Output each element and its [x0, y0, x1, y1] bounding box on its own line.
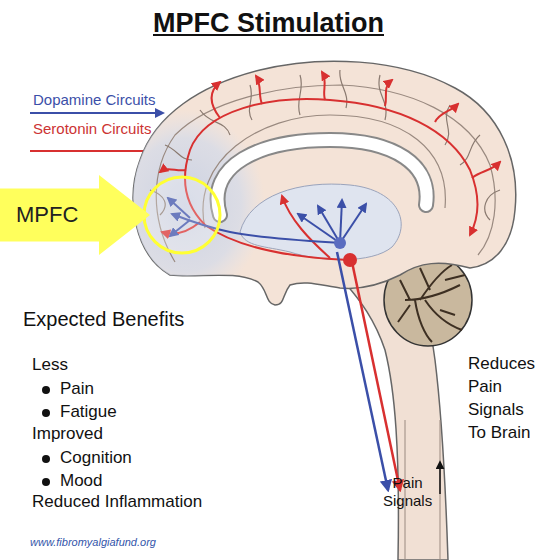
- dopamine-branch: [340, 200, 342, 243]
- annotation-text: www.fibromyalgiafund.org: [30, 536, 156, 548]
- annotation-text: Reduces Pain Signals To Brain: [468, 352, 535, 444]
- serotonin-nucleus: [343, 253, 357, 267]
- mpfc-arrow: MPFC: [0, 175, 150, 255]
- cerebellum-folia: [398, 265, 465, 342]
- dopamine-nucleus: [334, 237, 346, 249]
- thalamus-region: [240, 184, 401, 260]
- dopamine-branch: [298, 214, 340, 243]
- serotonin-branch: [385, 80, 392, 106]
- dopamine-branch: [340, 204, 366, 243]
- corpus-callosum-outline: [218, 140, 427, 215]
- annotation-text: Reduced Inflammation: [32, 492, 202, 512]
- annotation-text: Improved: [32, 424, 103, 444]
- serotonin-descending: [352, 262, 400, 490]
- mpfc-highlight: [144, 177, 220, 253]
- serotonin-path: [185, 99, 478, 260]
- cortex-detail: [105, 70, 500, 300]
- dopamine-descending: [337, 252, 388, 490]
- legend-text: Dopamine Circuits: [33, 91, 156, 108]
- bullet: [42, 478, 50, 486]
- spinal-line: [440, 420, 441, 560]
- arrow-shape: [0, 175, 150, 255]
- legend-arrow-blue: [30, 112, 163, 114]
- serotonin-branch: [322, 72, 325, 100]
- bullet: [42, 455, 50, 463]
- serotonin-branch: [282, 196, 330, 258]
- annotation-text: Pain Signals: [383, 474, 432, 510]
- serotonin-branch: [472, 162, 500, 178]
- dopamine-branch: [318, 206, 340, 243]
- annotation-text: Expected Benefits: [23, 308, 184, 331]
- serotonin-branch: [256, 76, 262, 104]
- annotation-text: Mood: [60, 471, 103, 491]
- node-label: MPFC: [16, 202, 78, 228]
- legend-text: Serotonin Circuits: [33, 120, 151, 137]
- serotonin-branch: [160, 169, 186, 172]
- diagram-title: MPFC Stimulation: [0, 8, 537, 39]
- bullet: [42, 386, 50, 394]
- annotation-text: Fatigue: [60, 402, 117, 422]
- pain-signal-arrow: [439, 462, 441, 494]
- serotonin-branch: [212, 82, 220, 118]
- serotonin-branch: [435, 104, 458, 122]
- annotation-text: Less: [32, 355, 68, 375]
- annotation-text: Cognition: [60, 448, 132, 468]
- bullet: [42, 409, 50, 417]
- corpus-callosum: [218, 140, 427, 215]
- annotation-text: Pain: [60, 379, 94, 399]
